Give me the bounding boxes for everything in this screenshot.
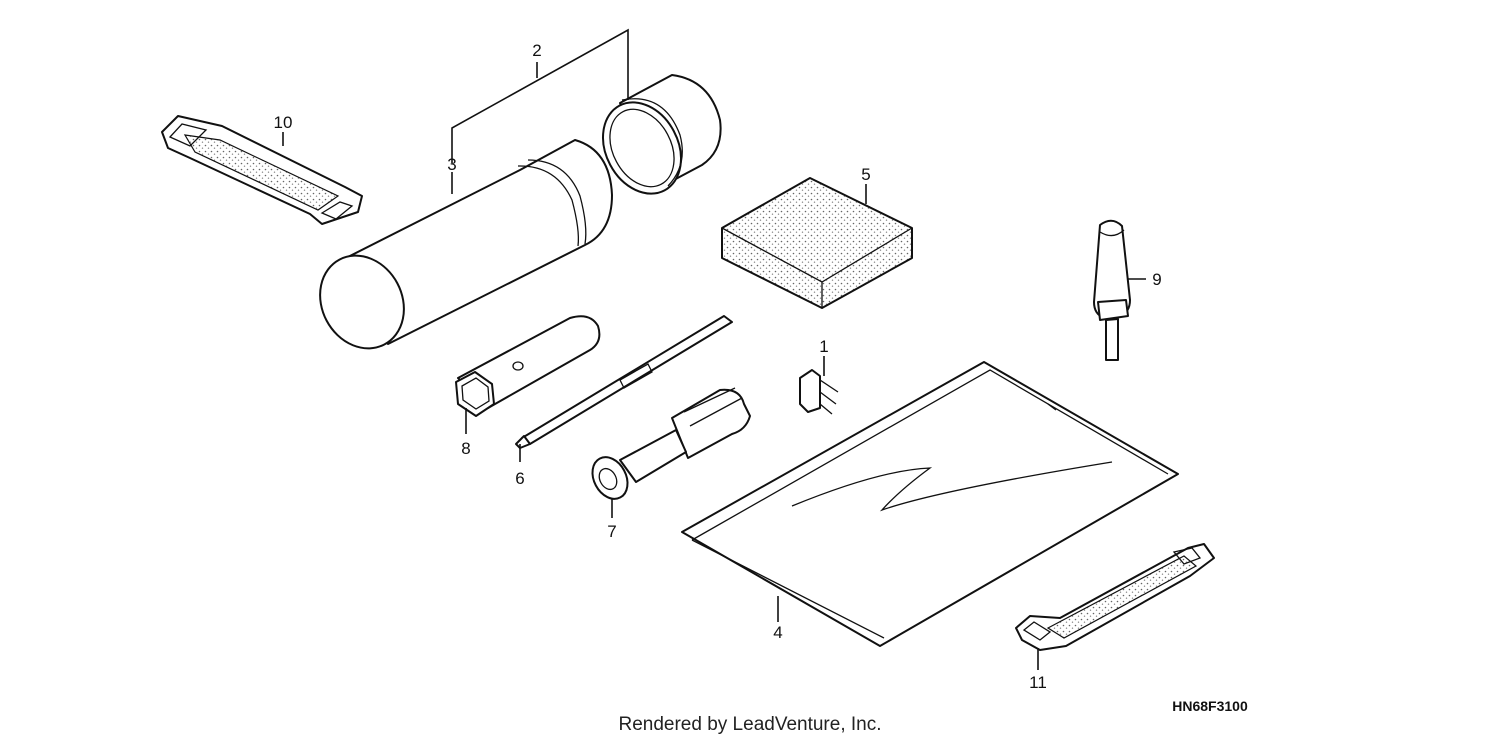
callout-2: 2 (532, 41, 541, 60)
fuse-clip-part-1[interactable] (799, 369, 839, 415)
tool-tube-part-3[interactable] (304, 139, 613, 363)
callout-6: 6 (515, 469, 524, 488)
strap-part-10[interactable] (161, 115, 363, 225)
callout-9: 9 (1152, 270, 1161, 289)
screwdriver-grip-part-9[interactable] (1093, 219, 1131, 361)
callout-11: 11 (1029, 673, 1047, 692)
manual-bag-part-4[interactable] (681, 361, 1179, 647)
foam-pad-part-5[interactable] (721, 177, 913, 309)
callout-7: 7 (607, 522, 616, 541)
leader-lines (282, 28, 1146, 670)
callout-4: 4 (773, 623, 782, 642)
callout-8: 8 (461, 439, 470, 458)
diagram-code: HN68F3100 (1172, 698, 1248, 714)
tube-cap-part-2[interactable] (588, 74, 722, 207)
callout-10: 10 (274, 113, 293, 132)
box-wrench-part-8[interactable] (455, 315, 601, 417)
socket-handle-part-7[interactable] (586, 387, 751, 505)
strap-part-11[interactable] (1015, 543, 1215, 651)
screwdriver-shaft-part-6[interactable] (515, 315, 733, 449)
callout-5: 5 (861, 165, 870, 184)
callout-3: 3 (447, 155, 456, 174)
callout-1: 1 (819, 337, 828, 356)
render-credit: Rendered by LeadVenture, Inc. (618, 714, 881, 735)
